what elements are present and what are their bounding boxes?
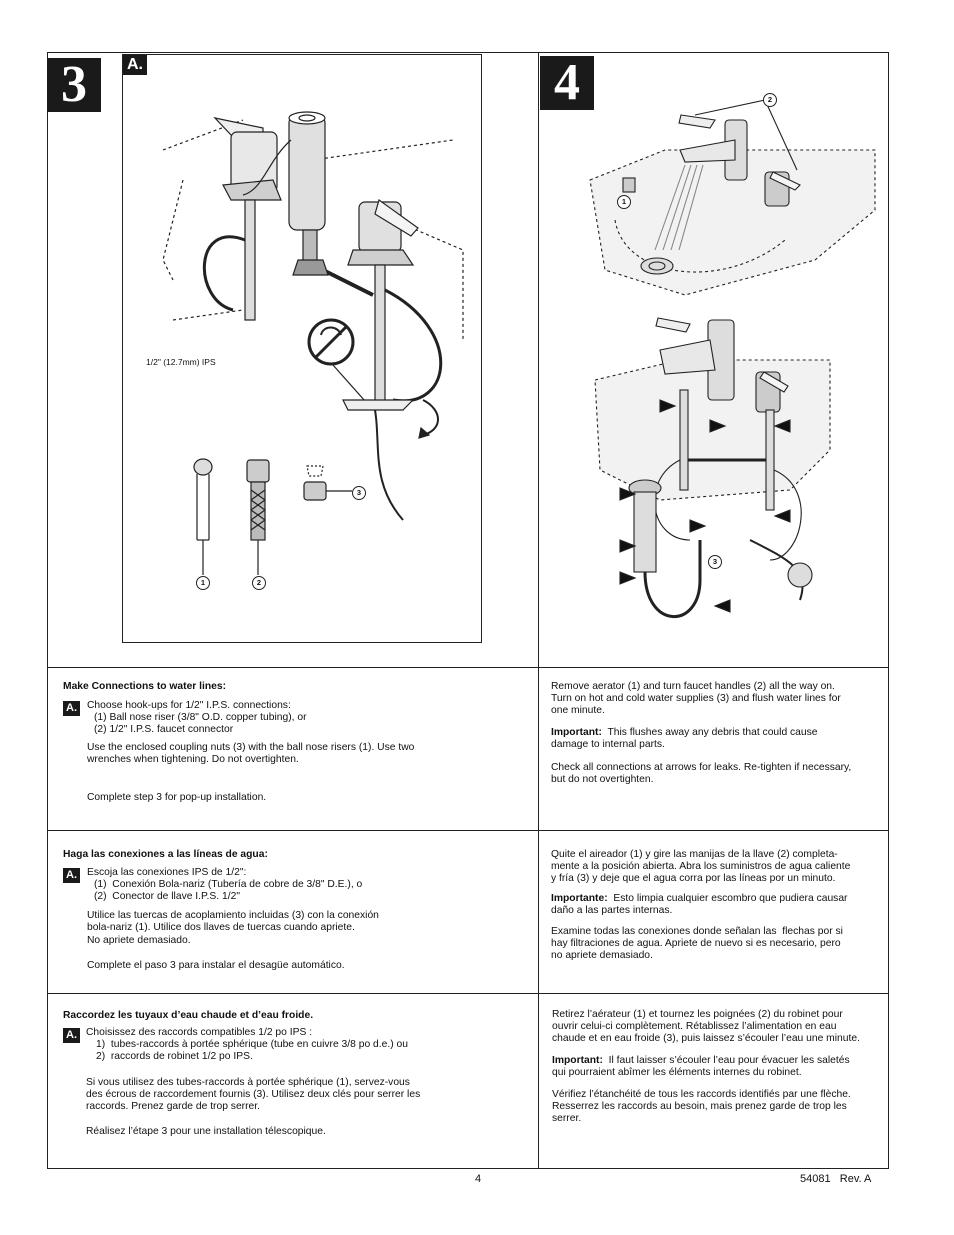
row-divider-2 — [47, 830, 889, 831]
es-heading: Haga las conexiones a las líneas de agua… — [63, 849, 268, 860]
fr-use-1: Si vous utilisez des tubes-raccords à po… — [86, 1077, 410, 1088]
en-complete: Complete step 3 for pop-up installation. — [87, 792, 267, 803]
es-remove-3: y fría (3) y deje que el agua corra por … — [551, 873, 836, 884]
step-4-flush-illustration — [589, 99, 876, 296]
step-4-leak-check-illustration — [594, 317, 831, 618]
en-remove-2: Turn on hot and cold water supplies (3) … — [551, 693, 841, 704]
es-important-text: Esto limpia cualquier escombro que pudie… — [613, 893, 848, 904]
callout-2: 2 — [252, 576, 266, 590]
en-important: Important: This flushes away any debris … — [551, 727, 818, 739]
en-remove-1: Remove aerator (1) and turn faucet handl… — [551, 681, 835, 692]
en-choose: Choose hook-ups for 1/2" I.P.S. connecti… — [87, 700, 291, 711]
fr-complete: Réalisez l’étape 3 pour une installation… — [86, 1126, 326, 1137]
fr-check-1: Vérifiez l’étanchéité de tous les raccor… — [552, 1089, 851, 1100]
fr-remove-2: ouvrir celui-ci complètement. Rétablisse… — [552, 1021, 837, 1032]
fr-important-2: qui pourraient abîmer les éléments inter… — [552, 1067, 802, 1078]
fr-option-2: 2) raccords de robinet 1/2 po IPS. — [96, 1051, 253, 1062]
es-option-2: (2) Conector de llave I.P.S. 1/2" — [94, 891, 240, 902]
fr-remove-1: Retirez l’aérateur (1) et tournez les po… — [552, 1009, 843, 1020]
callout-top-1: 1 — [617, 195, 631, 209]
fr-important-label: Important: — [552, 1055, 603, 1066]
fr-option-1: 1) tubes-raccords à portée sphérique (tu… — [96, 1039, 408, 1050]
fr-use-3: raccords. Prenez garde de trop serrer. — [86, 1101, 260, 1112]
document-revision: 54081 Rev. A — [800, 1173, 872, 1185]
step-3-faucet-illustration — [162, 111, 464, 575]
es-important-2: daño a las partes internas. — [551, 905, 673, 916]
es-badge-a: A. — [63, 868, 80, 883]
ips-label: 1/2" (12.7mm) IPS — [146, 357, 216, 367]
es-option-1: (1) Conexión Bola-nariz (Tubería de cobr… — [94, 879, 363, 890]
fr-remove-3: chaude et en eau froide (3), puis laisse… — [552, 1033, 860, 1044]
en-option-1: (1) Ball nose riser (3/8" O.D. copper tu… — [94, 712, 307, 723]
en-important-2: damage to internal parts. — [551, 739, 665, 750]
page-frame — [47, 52, 889, 1169]
es-use-3: No apriete demasiado. — [87, 935, 191, 946]
es-use-1: Utilice las tuercas de acoplamiento incl… — [87, 910, 379, 921]
es-choose: Escoja las conexiones IPS de 1/2": — [87, 867, 247, 878]
es-remove-2: mente a la posición abierta. Abra los su… — [551, 861, 851, 872]
step-3-badge-a: A. — [123, 55, 147, 75]
es-check-1: Examine todas las conexiones donde señal… — [551, 926, 843, 937]
en-use-2: wrenches when tightening. Do not overtig… — [87, 754, 299, 765]
en-check-1: Check all connections at arrows for leak… — [551, 762, 852, 773]
step-4-number: 4 — [540, 56, 594, 110]
fr-check-2: Resserrez les raccords au besoin, mais p… — [552, 1101, 847, 1112]
en-check-2: but do not overtighten. — [551, 774, 654, 785]
es-use-2: bola-nariz (1). Utilice dos llaves de tu… — [87, 922, 355, 933]
callout-3: 3 — [352, 486, 366, 500]
fr-check-3: serrer. — [552, 1113, 582, 1124]
en-option-2: (2) 1/2" I.P.S. faucet connector — [94, 724, 234, 735]
callout-bottom-3: 3 — [708, 555, 722, 569]
en-remove-3: one minute. — [551, 705, 605, 716]
en-use-1: Use the enclosed coupling nuts (3) with … — [87, 742, 415, 753]
step-3-number: 3 — [47, 58, 101, 112]
es-important: Importante: Esto limpia cualquier escomb… — [551, 893, 847, 905]
es-important-label: Importante: — [551, 893, 608, 904]
callout-1: 1 — [196, 576, 210, 590]
row-divider-3 — [47, 993, 889, 994]
en-badge-a: A. — [63, 701, 80, 716]
en-important-label: Important: — [551, 727, 602, 738]
en-important-text: This flushes away any debris that could … — [607, 727, 818, 738]
fr-choose: Choisissez des raccords compatibles 1/2 … — [86, 1027, 313, 1038]
fr-important: Important: Il faut laisser s’écouler l’e… — [552, 1055, 850, 1067]
es-check-2: hay filtraciones de agua. Apriete de nue… — [551, 938, 841, 949]
es-remove-1: Quite el aireador (1) y gire las manijas… — [551, 849, 838, 860]
fr-use-2: des écrous de raccordement fournis (3). … — [86, 1089, 421, 1100]
fr-important-text: Il faut laisser s’écouler l’eau pour éva… — [608, 1055, 850, 1066]
es-check-3: no apriete demasiado. — [551, 950, 653, 961]
fr-heading: Raccordez les tuyaux d’eau chaude et d’e… — [63, 1010, 314, 1021]
step-3-illustration-box — [122, 54, 482, 643]
page-number: 4 — [475, 1173, 482, 1185]
en-heading: Make Connections to water lines: — [63, 681, 227, 692]
es-complete: Complete el paso 3 para instalar el desa… — [87, 960, 345, 971]
callout-top-2: 2 — [763, 93, 777, 107]
row-divider-1 — [47, 667, 889, 668]
column-divider — [538, 52, 539, 1169]
fr-badge-a: A. — [63, 1028, 80, 1043]
